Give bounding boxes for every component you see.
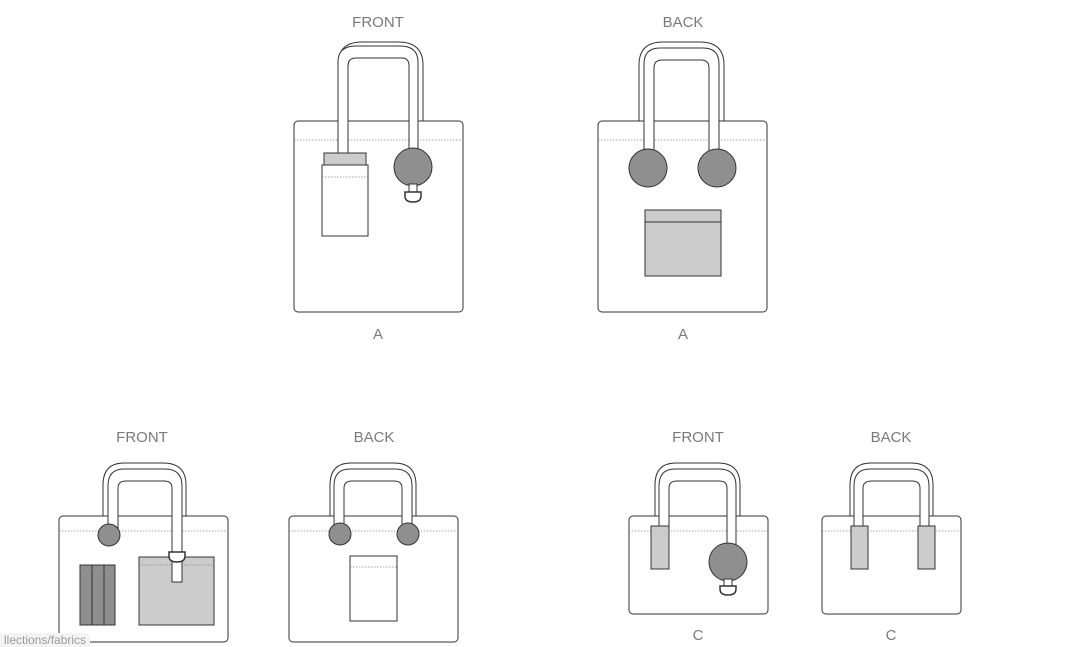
large-pocket [138,556,215,626]
tote-b-front: FRONT [58,429,229,643]
view-label-front: FRONT [352,14,404,31]
variant-label: C [886,627,897,644]
d-ring [404,191,422,203]
variant-label: A [678,326,688,343]
view-label-back: BACK [354,429,395,446]
strap-tab-right [917,525,936,570]
d-ring [719,585,737,596]
pocket-top-band [323,152,367,167]
variant-label: A [373,326,383,343]
circle-patch [97,523,121,547]
circle-patch-left [628,148,668,188]
phone-pocket [321,164,369,237]
bag-body [293,120,464,313]
view-label-back: BACK [871,429,912,446]
back-pocket [644,209,722,277]
variant-label: C [693,627,704,644]
circle-patch [393,147,433,187]
d-ring [168,551,186,563]
tote-b-back: BACK [288,429,459,643]
tote-c-front: FRONT C [628,429,769,644]
tote-c-back: BACK C [821,429,962,644]
ring-tab [723,578,733,587]
view-label-front: FRONT [116,429,168,446]
strap-tab [650,525,670,570]
back-pocket [349,555,398,622]
ring-tab [408,183,418,193]
circle-patch-right [697,148,737,188]
strap-tab-left [850,525,869,570]
circle-patch [708,542,748,582]
circle-patch-right [396,522,420,546]
status-link-url: llections/fabrics [0,633,91,647]
tote-a-front: FRONT A [293,14,464,343]
tote-a-back: BACK A [597,14,768,343]
view-label-front: FRONT [672,429,724,446]
pen-pocket [79,564,116,626]
view-label-back: BACK [663,14,704,31]
circle-patch-left [328,522,352,546]
